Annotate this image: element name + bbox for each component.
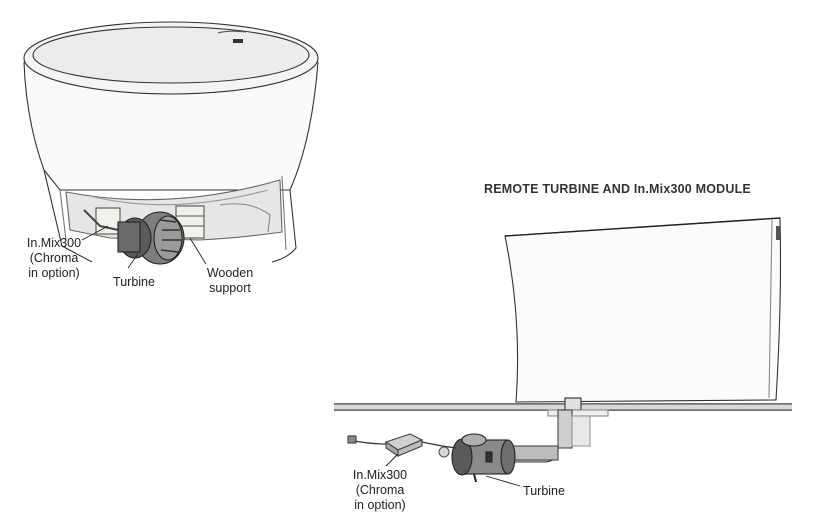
left-turbine bbox=[117, 211, 185, 265]
left-inmix-label-line1: In.Mix300 bbox=[26, 236, 82, 250]
right-tub-view bbox=[334, 217, 792, 487]
right-floor bbox=[334, 403, 792, 411]
left-wooden-label-line1: Wooden bbox=[206, 266, 254, 280]
right-pipe bbox=[509, 409, 591, 463]
right-turbine-label: Turbine bbox=[523, 484, 565, 498]
right-tub-body bbox=[504, 217, 782, 403]
right-turbine bbox=[451, 433, 516, 483]
right-fitting bbox=[438, 446, 450, 458]
left-turbine-label: Turbine bbox=[113, 275, 155, 289]
left-wooden-label-line2: support bbox=[209, 281, 251, 295]
right-inmix-label: In.Mix300 (Chroma in option) bbox=[340, 468, 420, 513]
right-turbine-leader bbox=[485, 475, 521, 487]
right-inmix-label-line2: (Chroma bbox=[355, 483, 405, 497]
left-tub-inner-rim bbox=[32, 26, 310, 84]
right-inmix-label-line3: in option) bbox=[354, 498, 406, 512]
left-inmix-label-line3: in option) bbox=[28, 266, 80, 280]
left-tub-body bbox=[23, 61, 319, 191]
left-inmix-label: In.Mix300 (Chroma in option) bbox=[14, 236, 94, 281]
figure-title: REMOTE TURBINE AND In.Mix300 MODULE bbox=[484, 182, 751, 196]
right-inmix-leader bbox=[385, 453, 399, 467]
right-drain-stub bbox=[564, 397, 582, 411]
left-turbine-leader bbox=[127, 253, 139, 269]
left-inmix-leader bbox=[81, 225, 109, 241]
right-inmix-label-line1: In.Mix300 bbox=[352, 468, 408, 482]
left-pipe bbox=[83, 209, 119, 231]
left-tub-overflow bbox=[233, 39, 243, 43]
left-tub-view bbox=[23, 21, 319, 269]
left-tub-skirt bbox=[43, 169, 297, 263]
left-inmix-label-line2: (Chroma bbox=[29, 251, 79, 265]
right-inmix-module bbox=[347, 433, 457, 458]
left-wooden-leader bbox=[189, 237, 207, 265]
left-wooden-support-label: Wooden support bbox=[196, 266, 264, 296]
